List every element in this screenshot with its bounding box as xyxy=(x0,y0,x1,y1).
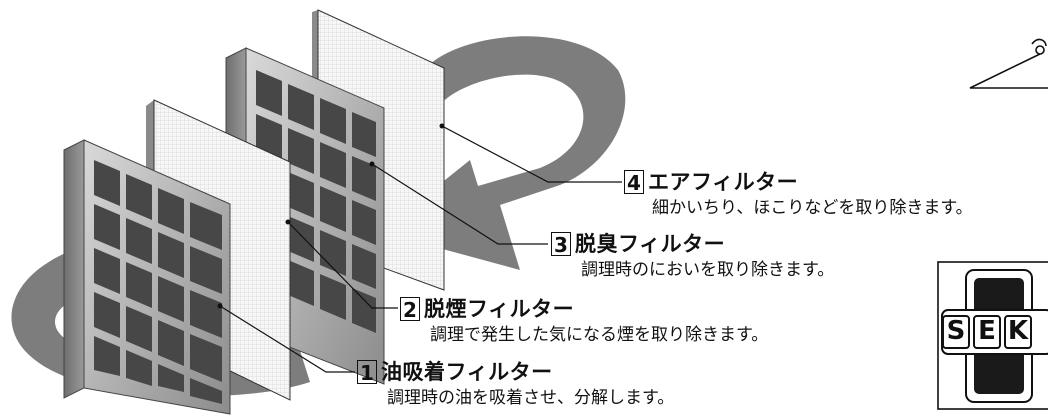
air-filter-label: 4 エアフィルター 細かいちり、ほこりなどを取り除きます。 xyxy=(624,170,973,217)
filter-number-badge: 2 xyxy=(400,297,420,322)
filter-title: エアフィルター xyxy=(648,169,799,194)
oil-filter-label: 1 油吸着フィルター 調理時の油を吸着させ、分解します。 xyxy=(357,360,674,407)
filter-description: 調理で発生した気になる煙を取り除きます。 xyxy=(430,325,769,345)
leader-dot xyxy=(439,123,445,129)
leader-dot xyxy=(217,303,223,309)
filter-number-badge: 4 xyxy=(624,170,644,195)
filter-title: 脱煙フィルター xyxy=(424,296,575,321)
filter-number-badge: 3 xyxy=(551,232,571,257)
leader-line-2 xyxy=(287,221,398,309)
filter-number-badge: 1 xyxy=(357,360,377,385)
leader-dot xyxy=(285,219,291,225)
filter-title: 油吸着フィルター xyxy=(381,359,553,384)
leader-dot xyxy=(369,161,375,167)
leader-line-4 xyxy=(441,125,622,183)
hanger-icon xyxy=(969,38,1048,89)
filter-description: 細かいちり、ほこりなどを取り除きます。 xyxy=(652,198,973,218)
leader-line-1 xyxy=(219,305,355,373)
smoke-filter-label: 2 脱煙フィルター 調理で発生した気になる煙を取り除きます。 xyxy=(400,297,768,344)
deodorizing-filter-label: 3 脱臭フィルター 調理時のにおいを取り除きます。 xyxy=(551,232,834,279)
filter-description: 調理時のにおいを取り除きます。 xyxy=(581,260,835,280)
oil-filter-panel xyxy=(63,139,231,415)
filter-title: 脱臭フィルター xyxy=(575,231,726,256)
sek-logo-letters: S E K xyxy=(938,312,1048,352)
filter-description: 調理時の油を吸着させ、分解します。 xyxy=(387,388,675,408)
logo-letter-s: S xyxy=(942,315,970,349)
logo-letter-k: K xyxy=(1004,315,1032,349)
leader-line-3 xyxy=(371,163,548,245)
logo-letter-e: E xyxy=(973,315,1001,349)
